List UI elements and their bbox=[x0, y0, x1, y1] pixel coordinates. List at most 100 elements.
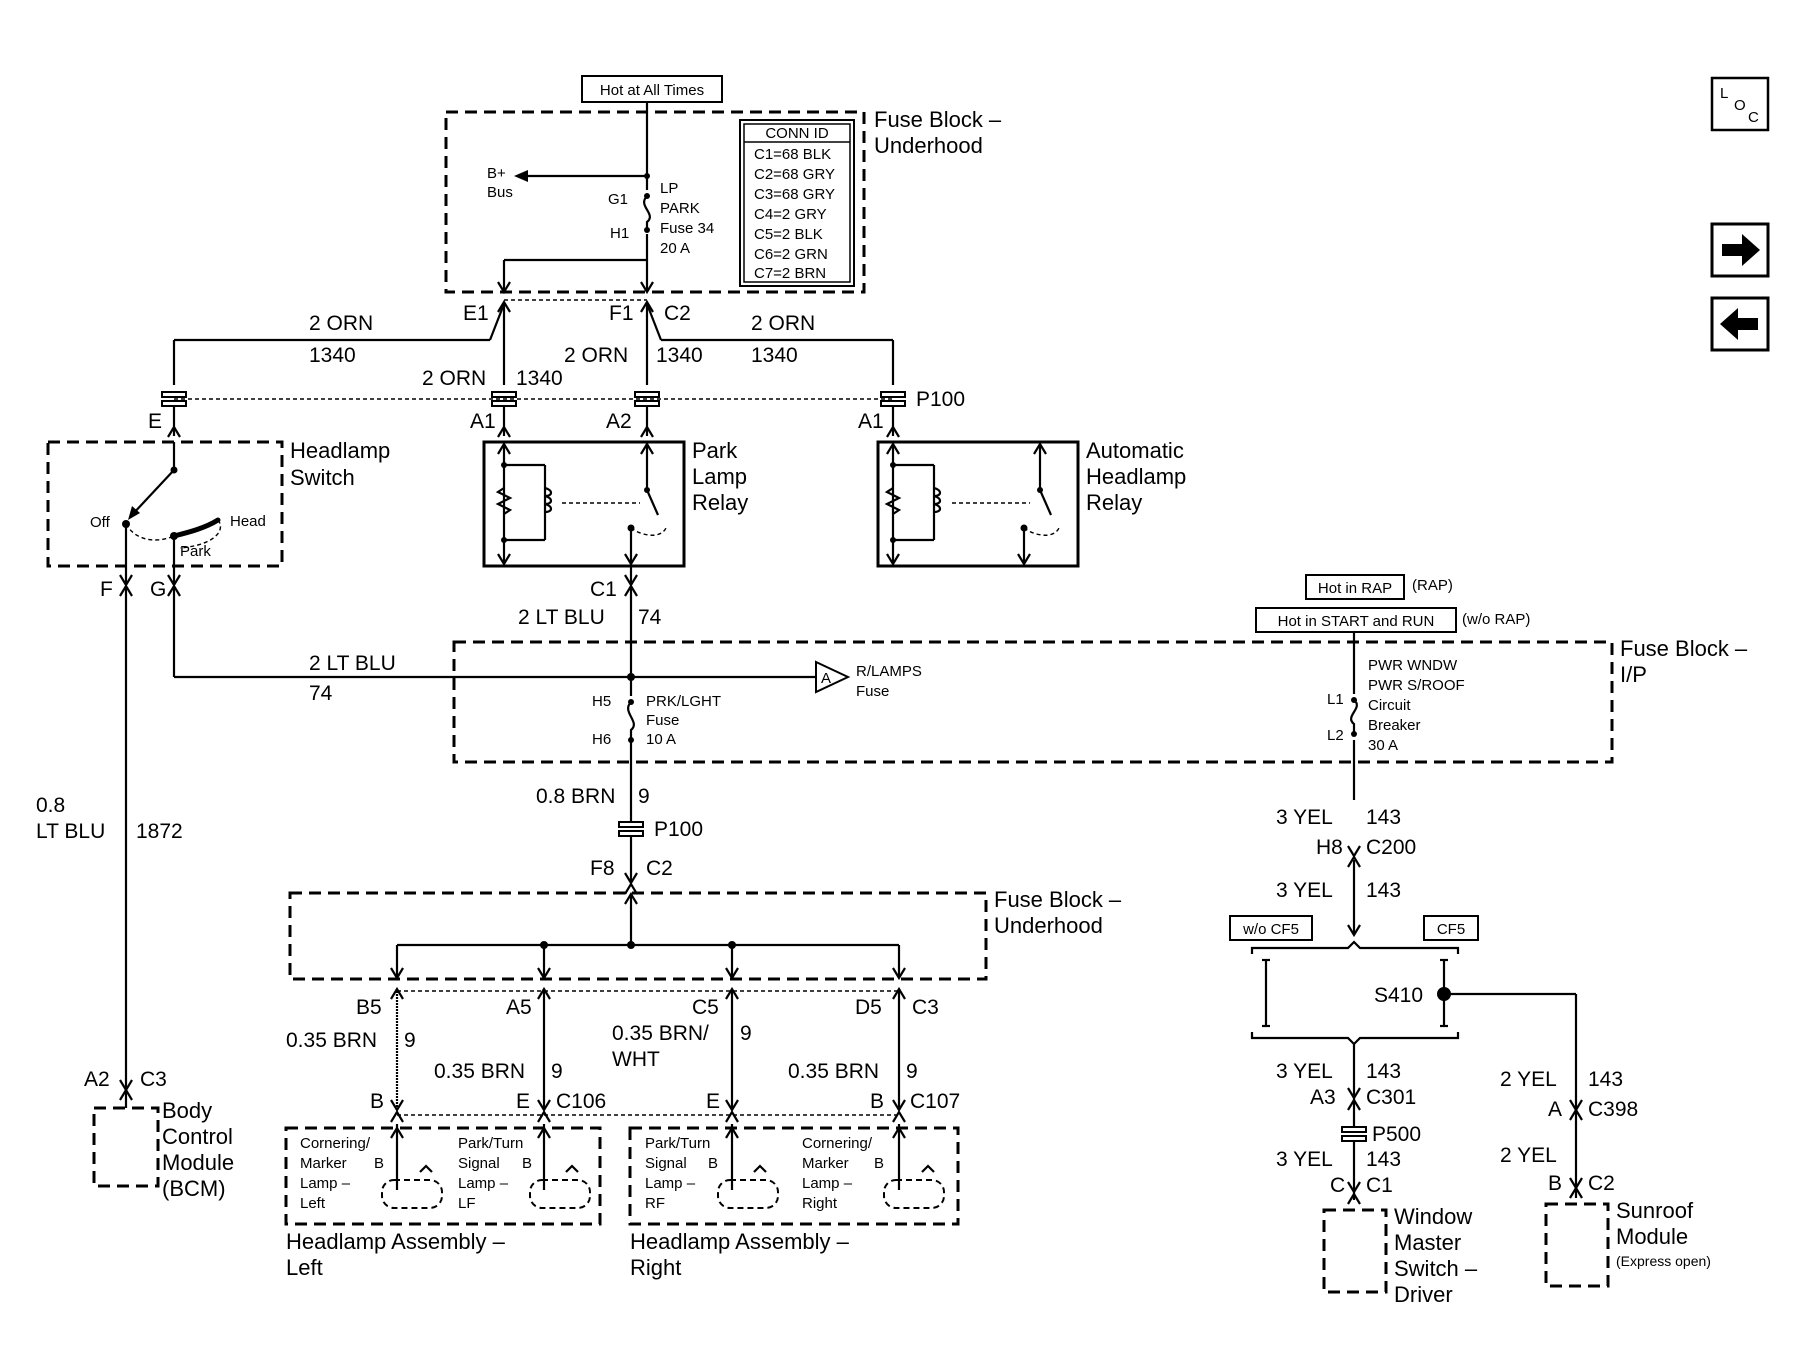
svg-text:(Express open): (Express open) bbox=[1616, 1253, 1711, 1269]
svg-text:LP: LP bbox=[660, 180, 678, 197]
svg-text:0.35 BRN/: 0.35 BRN/ bbox=[612, 1022, 709, 1045]
previous-page-button[interactable] bbox=[1710, 296, 1770, 352]
svg-text:B: B bbox=[374, 1155, 384, 1172]
svg-text:C: C bbox=[1330, 1174, 1345, 1197]
park-relay-internals bbox=[495, 441, 667, 567]
svg-text:Park/Turn: Park/Turn bbox=[645, 1135, 710, 1152]
svg-text:Switch: Switch bbox=[290, 465, 355, 490]
svg-text:Headlamp Assembly –: Headlamp Assembly – bbox=[286, 1229, 506, 1254]
svg-text:Relay: Relay bbox=[692, 490, 748, 515]
svg-text:Underhood: Underhood bbox=[874, 133, 983, 158]
svg-text:Module: Module bbox=[1616, 1224, 1688, 1249]
svg-text:0.35 BRN: 0.35 BRN bbox=[286, 1029, 377, 1052]
svg-text:Park/Turn: Park/Turn bbox=[458, 1135, 523, 1152]
svg-text:Lamp –: Lamp – bbox=[645, 1175, 696, 1192]
svg-text:143: 143 bbox=[1366, 1060, 1401, 1083]
svg-text:F: F bbox=[100, 578, 113, 601]
svg-text:143: 143 bbox=[1588, 1068, 1623, 1091]
svg-text:Signal: Signal bbox=[645, 1155, 687, 1172]
svg-text:R/LAMPS: R/LAMPS bbox=[856, 663, 922, 680]
automatic-headlamp-relay bbox=[876, 440, 1080, 568]
svg-text:Cornering/: Cornering/ bbox=[300, 1135, 371, 1152]
svg-text:C: C bbox=[1748, 109, 1759, 126]
svg-text:A5: A5 bbox=[506, 996, 532, 1019]
svg-text:9: 9 bbox=[906, 1060, 918, 1083]
svg-text:0.35 BRN: 0.35 BRN bbox=[434, 1060, 525, 1083]
svg-text:1872: 1872 bbox=[136, 820, 183, 843]
svg-text:Signal: Signal bbox=[458, 1155, 500, 1172]
svg-text:143: 143 bbox=[1366, 879, 1401, 902]
svg-text:Cornering/: Cornering/ bbox=[802, 1135, 873, 1152]
p500-connector bbox=[1341, 1126, 1367, 1142]
svg-text:B: B bbox=[1548, 1172, 1562, 1195]
svg-text:1340: 1340 bbox=[751, 344, 798, 367]
svg-text:2 ORN: 2 ORN bbox=[564, 344, 628, 367]
svg-text:Fuse Block –: Fuse Block – bbox=[994, 887, 1122, 912]
sunroof-module bbox=[1544, 1202, 1610, 1288]
svg-text:E: E bbox=[148, 410, 162, 433]
fuse-block-underhood-title: Fuse Block – bbox=[874, 107, 1002, 132]
svg-text:74: 74 bbox=[638, 606, 662, 629]
svg-text:3 YEL: 3 YEL bbox=[1276, 1148, 1333, 1171]
svg-text:(RAP): (RAP) bbox=[1412, 577, 1453, 594]
svg-text:C4=2 GRY: C4=2 GRY bbox=[754, 206, 827, 223]
svg-text:Body: Body bbox=[162, 1098, 212, 1123]
svg-text:I/P: I/P bbox=[1620, 662, 1647, 687]
svg-text:Driver: Driver bbox=[1394, 1282, 1453, 1307]
next-page-button[interactable] bbox=[1710, 222, 1770, 278]
svg-text:Right: Right bbox=[630, 1255, 681, 1280]
svg-text:2 YEL: 2 YEL bbox=[1500, 1144, 1557, 1167]
svg-text:C1: C1 bbox=[590, 578, 617, 601]
svg-text:2 ORN: 2 ORN bbox=[751, 312, 815, 335]
svg-text:P500: P500 bbox=[1372, 1123, 1421, 1146]
svg-text:Lamp: Lamp bbox=[692, 464, 747, 489]
locator-button[interactable]: L O C bbox=[1710, 76, 1770, 132]
svg-text:A1: A1 bbox=[470, 410, 496, 433]
svg-text:E: E bbox=[706, 1090, 720, 1113]
svg-text:143: 143 bbox=[1366, 1148, 1401, 1171]
svg-text:A2: A2 bbox=[84, 1068, 110, 1091]
svg-text:B+: B+ bbox=[487, 165, 506, 182]
svg-text:9: 9 bbox=[740, 1022, 752, 1045]
svg-text:A3: A3 bbox=[1310, 1086, 1336, 1109]
svg-text:C2: C2 bbox=[1588, 1172, 1615, 1195]
svg-text:L1: L1 bbox=[1327, 691, 1344, 708]
svg-text:Left: Left bbox=[300, 1195, 326, 1212]
svg-text:B: B bbox=[870, 1090, 884, 1113]
svg-text:Off: Off bbox=[90, 514, 111, 531]
park-lamp-relay bbox=[482, 440, 686, 568]
svg-text:2 LT BLU: 2 LT BLU bbox=[309, 652, 396, 675]
svg-text:P100: P100 bbox=[654, 818, 703, 841]
svg-text:2 YEL: 2 YEL bbox=[1500, 1068, 1557, 1091]
svg-text:C2: C2 bbox=[646, 857, 673, 880]
svg-text:9: 9 bbox=[551, 1060, 563, 1083]
svg-text:C6=2 GRN: C6=2 GRN bbox=[754, 246, 828, 263]
svg-text:Switch –: Switch – bbox=[1394, 1256, 1478, 1281]
svg-text:Control: Control bbox=[162, 1124, 233, 1149]
svg-text:0.8: 0.8 bbox=[36, 794, 65, 817]
arrow-right-icon bbox=[1722, 234, 1760, 266]
svg-text:Lamp –: Lamp – bbox=[802, 1175, 853, 1192]
svg-text:B: B bbox=[522, 1155, 532, 1172]
svg-text:S410: S410 bbox=[1374, 984, 1423, 1007]
svg-text:F8: F8 bbox=[590, 857, 615, 880]
cornering-lamp-right: Cornering/ Marker Lamp – Right B bbox=[802, 1124, 945, 1212]
svg-text:10 A: 10 A bbox=[646, 731, 676, 748]
svg-text:WHT: WHT bbox=[612, 1048, 660, 1071]
svg-text:Marker: Marker bbox=[300, 1155, 347, 1172]
arrow-left-icon bbox=[1720, 308, 1758, 340]
svg-text:H5: H5 bbox=[592, 693, 611, 710]
svg-text:C301: C301 bbox=[1366, 1086, 1416, 1109]
svg-text:Circuit: Circuit bbox=[1368, 697, 1411, 714]
svg-text:Breaker: Breaker bbox=[1368, 717, 1421, 734]
svg-text:F1: F1 bbox=[609, 302, 634, 325]
svg-text:1340: 1340 bbox=[309, 344, 356, 367]
svg-text:B: B bbox=[708, 1155, 718, 1172]
svg-text:9: 9 bbox=[404, 1029, 416, 1052]
svg-text:G1: G1 bbox=[608, 191, 628, 208]
svg-text:PRK/LGHT: PRK/LGHT bbox=[646, 693, 721, 710]
svg-text:1340: 1340 bbox=[516, 367, 563, 390]
svg-text:Headlamp: Headlamp bbox=[1086, 464, 1186, 489]
svg-text:A: A bbox=[821, 670, 831, 687]
svg-text:9: 9 bbox=[638, 785, 650, 808]
